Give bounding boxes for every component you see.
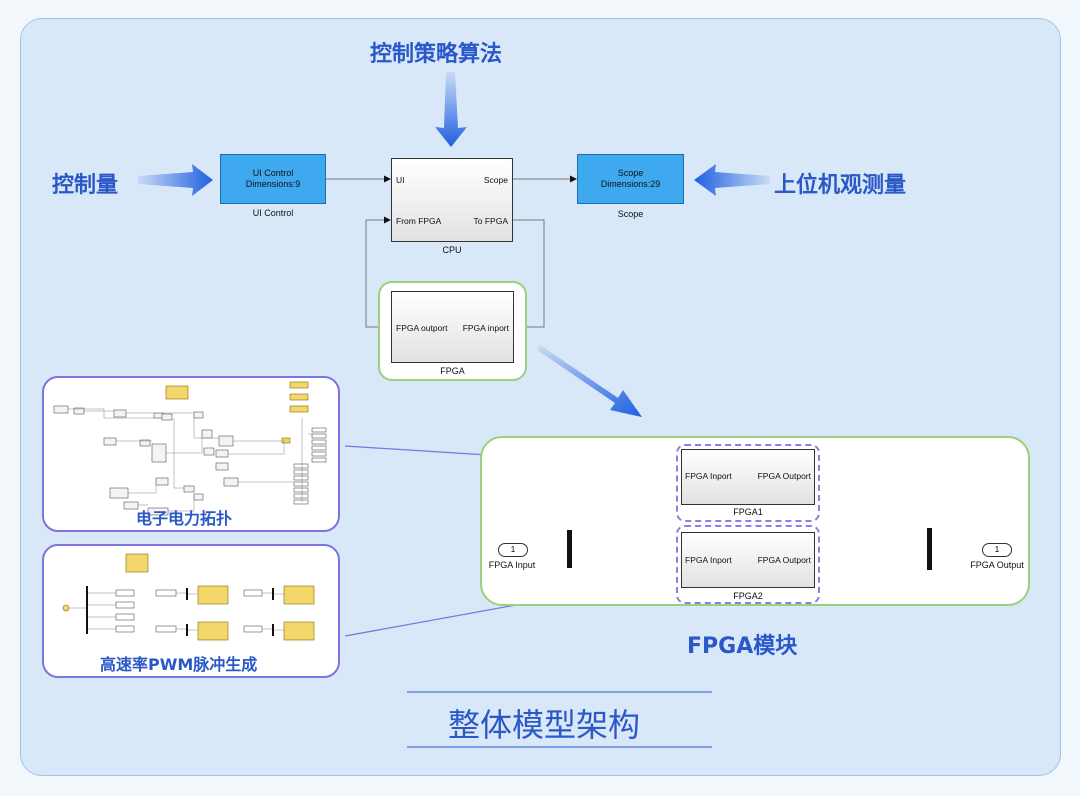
cpu-port-from-fpga: From FPGA — [396, 216, 442, 226]
arrow-control-to-ui — [138, 164, 213, 196]
label-control-strategy: 控制策略算法 — [370, 42, 503, 67]
mux-bar — [927, 528, 932, 570]
fpga1-port-out: FPGA Outport — [757, 471, 811, 481]
page-title: 整体模型架构 — [448, 706, 641, 744]
label-fpga-module: FPGA模块 — [687, 634, 798, 659]
scope-caption: Scope — [617, 209, 644, 219]
cpu-port-to-fpga: To FPGA — [473, 216, 508, 226]
cpu-block[interactable]: UI Scope From FPGA To FPGA — [391, 158, 513, 242]
ui-control-line1: UI Control — [252, 168, 294, 178]
label-host-observation: 上位机观测量 — [774, 173, 907, 198]
label-pwm-generation: 高速率PWM脉冲生成 — [100, 655, 258, 674]
fpga-input-caption: FPGA Input — [488, 560, 536, 570]
fpga2-highlight — [676, 525, 820, 604]
label-power-topology: 电子电力拓扑 — [136, 509, 233, 528]
scope-line2: Dimensions:29 — [600, 179, 661, 189]
fpga2-caption: FPGA2 — [733, 591, 763, 601]
arrow-fpga-to-module — [537, 345, 642, 417]
ui-control-block[interactable]: UI Control Dimensions:9 — [220, 154, 326, 204]
fpga-caption: FPGA — [440, 366, 465, 376]
cpu-port-ui: UI — [396, 175, 405, 185]
label-control-quantity: 控制量 — [52, 173, 119, 198]
arrow-strategy-to-cpu — [435, 72, 467, 147]
ui-control-line2: Dimensions:9 — [245, 179, 301, 189]
fpga-port-inport: FPGA inport — [462, 323, 509, 333]
pwm-thumbnail — [62, 553, 315, 641]
fpga1-highlight — [676, 444, 820, 522]
cpu-caption: CPU — [442, 245, 462, 255]
arrow-host-to-scope — [694, 164, 770, 196]
fpga-output-caption: FPGA Output — [970, 560, 1024, 570]
fpga1-caption: FPGA1 — [733, 507, 763, 517]
fpga-block[interactable]: FPGA outport FPGA inport — [391, 291, 514, 363]
ui-control-caption: UI Control — [252, 208, 294, 218]
fpga-port-outport: FPGA outport — [396, 323, 448, 333]
fpga2-port-in: FPGA Inport — [685, 555, 732, 565]
fpga2-port-out: FPGA Outport — [757, 555, 811, 565]
scope-block[interactable]: Scope Dimensions:29 — [577, 154, 684, 204]
power-topology-panel — [42, 376, 340, 532]
cpu-port-scope: Scope — [483, 175, 508, 185]
power-topology-thumbnail — [53, 381, 327, 516]
fpga-input-port[interactable]: 1 — [498, 543, 528, 557]
pwm-panel — [42, 544, 340, 678]
demux-bar — [567, 530, 572, 568]
scope-line1: Scope — [617, 168, 644, 178]
fpga1-port-in: FPGA Inport — [685, 471, 732, 481]
fpga-output-port[interactable]: 1 — [982, 543, 1012, 557]
fpga2-block[interactable]: FPGA Inport FPGA Outport — [681, 532, 815, 588]
fpga1-block[interactable]: FPGA Inport FPGA Outport — [681, 449, 815, 505]
